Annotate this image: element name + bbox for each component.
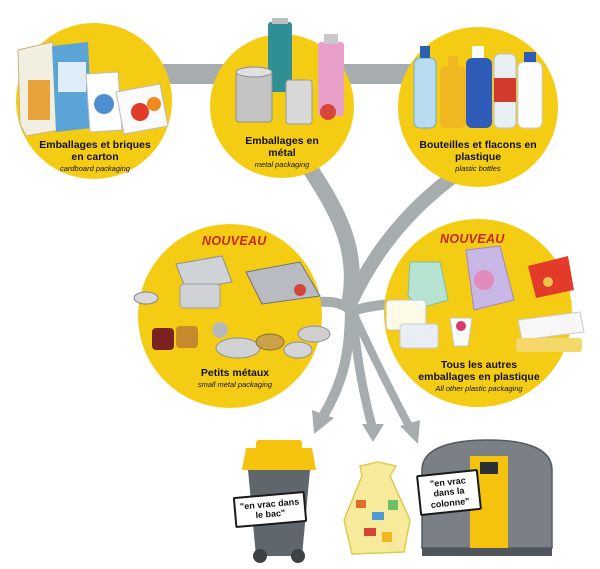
arrow-heads: [312, 410, 420, 444]
sticker-column: "en vrac dans la colonne": [416, 468, 482, 517]
label-carton-fr: Emballages et briques en carton: [39, 139, 151, 163]
label-plastic-bottles-en: plastic bottles: [455, 163, 501, 173]
label-metal-en: metal packaging: [254, 159, 310, 169]
small-metal-packaging-icon: [133, 255, 331, 359]
label-other-plastic: Tous les autres emballages en plastique …: [414, 359, 544, 393]
plastic-bottles-icon: [413, 46, 543, 129]
label-plastic-bottles-fr: Bouteilles et flacons en plastique: [419, 139, 537, 163]
metal-packaging-icon: [235, 18, 344, 125]
other-plastic-packaging-icon: [385, 245, 585, 352]
cardboard-packaging-icon: [17, 41, 169, 137]
label-small-metal: Petits métaux small metal packaging: [190, 367, 280, 389]
nouveau-badge-other-plastic: NOUVEAU: [440, 232, 505, 246]
label-carton: Emballages et briques en carton cardboar…: [36, 139, 154, 173]
label-other-plastic-en: All other plastic packaging: [435, 383, 523, 393]
label-small-metal-en: small metal packaging: [197, 379, 273, 389]
sticker-wheelie-bin: "en vrac dans le bac": [232, 490, 308, 528]
label-small-metal-fr: Petits métaux: [200, 367, 270, 379]
label-carton-en: cardboard packaging: [59, 163, 131, 173]
label-metal: Emballages en métal metal packaging: [238, 135, 326, 169]
label-other-plastic-fr: Tous les autres emballages en plastique: [418, 359, 540, 383]
nouveau-badge-small-metal: NOUVEAU: [202, 234, 267, 248]
label-metal-fr: Emballages en métal: [245, 135, 319, 159]
yellow-recycling-bag-icon: [343, 461, 411, 555]
label-plastic-bottles: Bouteilles et flacons en plastique plast…: [418, 139, 538, 173]
